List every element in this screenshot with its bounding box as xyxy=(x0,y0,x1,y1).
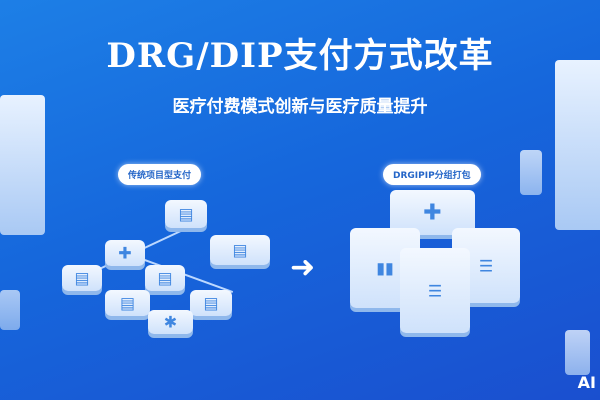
traditional-payment-label: 传统项目型支付 xyxy=(118,164,202,185)
medical-cross-icon: ✚ xyxy=(118,243,132,263)
fee-item-block: ▤ xyxy=(62,265,102,291)
subtitle: 医疗付费模式创新与医疗质量提升 xyxy=(172,97,428,117)
list-icon: ▤ xyxy=(178,204,194,224)
bars-icon: ▮▮ xyxy=(376,258,394,278)
main-title: DRG/DIP支付方式改革 xyxy=(106,36,494,76)
list-icon: ▤ xyxy=(157,268,173,288)
package-block-top: ✚ xyxy=(390,190,475,235)
document-icon-bottom-right xyxy=(565,330,590,375)
fee-item-block: ✱ xyxy=(148,310,193,334)
watermark: AI xyxy=(577,373,596,392)
drg-dip-label: DRGIPIP分组打包 xyxy=(383,164,481,185)
fee-item-block: ▤ xyxy=(165,200,207,228)
list-icon: ▤ xyxy=(232,240,248,260)
fee-item-block: ▤ xyxy=(145,265,185,291)
hospital-building-left xyxy=(0,95,45,235)
fee-item-block: ▤ xyxy=(210,235,270,265)
document-icon-left xyxy=(0,290,20,330)
list-icon: ▤ xyxy=(203,293,219,313)
list-icon: ▤ xyxy=(119,293,136,313)
hospital-building-right xyxy=(555,60,600,230)
fee-item-block: ▤ xyxy=(105,290,150,316)
medical-cross-icon: ✚ xyxy=(423,200,442,225)
fee-item-block: ▤ xyxy=(190,290,232,316)
lines-icon: ☰ xyxy=(478,256,494,275)
arrow-right-icon: ➜ xyxy=(290,250,316,285)
package-block-front: ☰ xyxy=(400,248,470,333)
document-icon-right xyxy=(520,150,542,195)
list-icon: ▤ xyxy=(74,268,90,288)
fee-item-block: ✚ xyxy=(105,240,145,266)
asterisk-icon: ✱ xyxy=(163,312,178,332)
lines-icon: ☰ xyxy=(427,281,443,300)
